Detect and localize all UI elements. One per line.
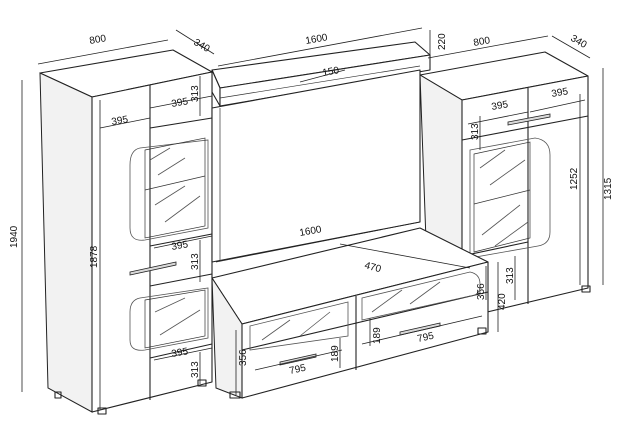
- dimension-lines: [21, 27, 604, 410]
- dim-tv-front-356: 356: [238, 349, 249, 366]
- dim-left-mid-395: 395: [171, 239, 190, 253]
- dim-tv-width: 1600: [299, 224, 323, 239]
- dim-bridge-width: 1600: [305, 32, 329, 47]
- dim-left-door-width-a: 395: [111, 114, 130, 128]
- dim-tv-height: 420: [497, 293, 508, 310]
- tv-lowboard: [211, 227, 489, 399]
- dim-left-width: 800: [89, 33, 108, 47]
- dim-tv-drawer-189-a: 189: [330, 345, 341, 362]
- dim-tv-drawer-795-b: 795: [416, 331, 435, 345]
- dim-bridge-height: 220: [437, 33, 448, 50]
- dim-right-door-width-a: 395: [491, 99, 510, 113]
- dim-tv-side-356: 356: [476, 283, 487, 300]
- dim-left-door-width-b: 395: [171, 96, 190, 110]
- bridge-shelf: [211, 41, 431, 107]
- dim-right-bottom-313: 313: [505, 267, 516, 284]
- dim-right-width: 800: [473, 35, 492, 49]
- dim-tv-drawer-795-a: 795: [288, 363, 307, 377]
- dim-left-top-313: 313: [190, 85, 201, 102]
- dimension-labels: 800 340 1940 1878 395 395 313 395 313 39…: [9, 32, 614, 378]
- dim-left-depth: 340: [192, 37, 212, 55]
- dim-left-height: 1940: [9, 225, 20, 248]
- dim-right-door-width-b: 395: [551, 86, 570, 100]
- dim-right-top-313: 313: [470, 123, 481, 140]
- left-cabinet: [39, 49, 213, 415]
- dim-tv-drawer-189-b: 189: [372, 327, 383, 344]
- dim-right-depth: 340: [569, 33, 589, 51]
- dim-bridge-depth: 150: [322, 65, 341, 79]
- dim-left-bottom-395: 395: [171, 346, 190, 360]
- dim-tv-depth: 470: [363, 260, 382, 275]
- dim-left-inner-height: 1878: [89, 245, 100, 268]
- dim-right-inner-height: 1252: [569, 167, 580, 190]
- dim-right-height: 1315: [603, 177, 614, 200]
- dim-left-bottom-313: 313: [190, 361, 201, 378]
- dim-left-mid-313: 313: [190, 253, 201, 270]
